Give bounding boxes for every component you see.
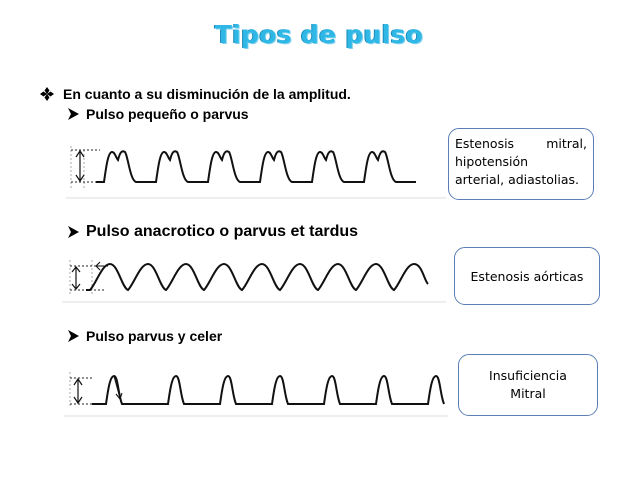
pulse-trace-tardus — [62, 260, 446, 303]
pulse-trace-celer — [64, 372, 448, 417]
sub-bullet-1: Pulso pequeño o parvus — [68, 106, 249, 122]
sub-label-2: Pulso anacrotico o parvus et tardus — [86, 223, 359, 240]
callout-estenosis-aorticas: Estenosis aórticas — [454, 247, 600, 305]
callout-1-line-2: hipotensión — [455, 154, 529, 169]
callout-3-line-2: Mitral — [510, 386, 546, 401]
callout-1-line-1: Estenosis mitral, — [455, 136, 587, 151]
callout-estenosis-mitral: Estenosis mitral, hipotensión arterial, … — [448, 128, 594, 200]
arrowhead-right-icon — [68, 330, 79, 342]
four-diamond-icon — [40, 87, 54, 101]
callout-3-line-1: Insuficiencia — [489, 368, 567, 383]
sub-bullet-2: Pulso anacrotico o parvus et tardus — [68, 223, 358, 241]
sub-label-3: Pulso parvus y celer — [86, 328, 223, 344]
sub-bullet-3: Pulso parvus y celer — [68, 328, 222, 344]
callout-2-line-1: Estenosis aórticas — [470, 268, 584, 284]
arrowhead-right-icon — [68, 108, 79, 120]
sub-label-1: Pulso pequeño o parvus — [86, 106, 249, 122]
callout-1-line-3: arterial, adiastolias. — [455, 172, 579, 187]
callout-insuficiencia-mitral: Insuficiencia Mitral — [458, 354, 598, 416]
slide-title: Tipos de pulso — [214, 20, 424, 49]
arrowhead-right-icon — [68, 226, 79, 238]
main-bullet: En cuanto a su disminución de la amplitu… — [40, 86, 351, 102]
main-heading: En cuanto a su disminución de la amplitu… — [63, 86, 351, 102]
pulse-trace-parvus — [66, 144, 446, 199]
